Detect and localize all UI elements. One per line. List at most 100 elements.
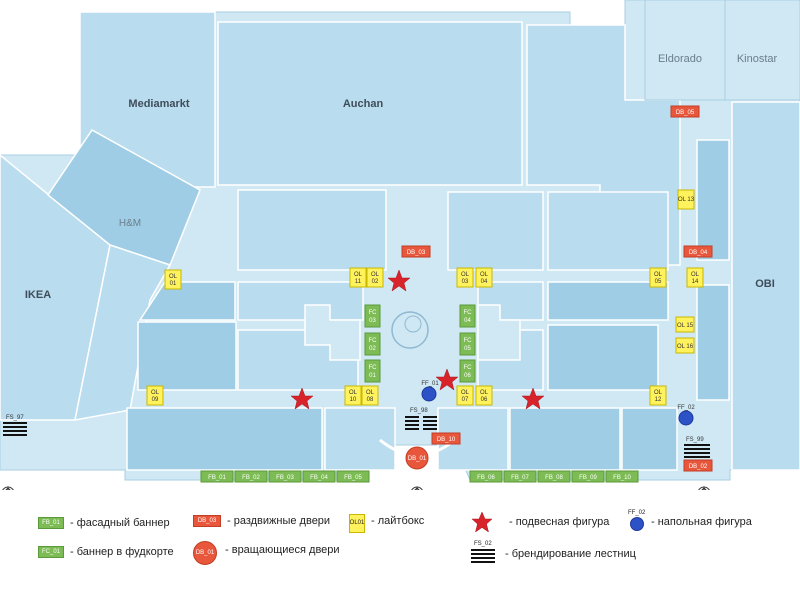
svg-text:DB_01: DB_01 — [408, 456, 427, 462]
hanging-figure-star-icon[interactable] — [435, 368, 459, 391]
hm-label: H&M — [119, 218, 141, 229]
svg-text:01: 01 — [170, 281, 177, 287]
store-hm[interactable] — [46, 129, 201, 266]
facade-banner-fb-02[interactable]: FB_02 — [234, 470, 268, 483]
hanging-figure-star-icon[interactable] — [521, 387, 545, 410]
legend-stair-branding-swatch — [471, 549, 495, 563]
legend-facade-banner-label: - фасадный баннер — [70, 517, 170, 529]
shop-block[interactable] — [237, 281, 364, 321]
store-auchan[interactable] — [217, 21, 523, 186]
svg-text:FF_02: FF_02 — [677, 405, 695, 411]
sliding-door-db-02[interactable]: DB_02 — [683, 459, 713, 472]
svg-text:OL 16: OL 16 — [677, 344, 694, 350]
legend-food-court-banner-swatch: FC_01 — [38, 546, 64, 558]
shop-block[interactable] — [696, 284, 730, 401]
svg-text:DB_05: DB_05 — [676, 110, 695, 116]
legend-star-icon — [471, 511, 493, 533]
legend-revolving-door-swatch: DB_01 — [193, 541, 217, 565]
svg-text:14: 14 — [692, 279, 699, 285]
sliding-door-db-10[interactable]: DB_10 — [431, 432, 461, 445]
svg-text:07: 07 — [462, 397, 469, 403]
facade-banner-fb-07[interactable]: FB_07 — [503, 470, 537, 483]
svg-text:OL: OL — [654, 272, 663, 278]
shop-block[interactable] — [138, 281, 236, 321]
shop-block[interactable] — [126, 407, 323, 471]
facade-banner-fb-01[interactable]: FB_01 — [200, 470, 234, 483]
facade-banner-fb-10[interactable]: FB_10 — [605, 470, 639, 483]
sliding-door-db-04[interactable]: DB_04 — [683, 245, 713, 258]
facade-banner-fb-03[interactable]: FB_03 — [268, 470, 302, 483]
revolving-door-db-01[interactable]: DB_01 — [405, 446, 429, 470]
facade-banner-fb-08[interactable]: FB_08 — [537, 470, 571, 483]
facade-banner-fb-09[interactable]: FB_09 — [571, 470, 605, 483]
floor-figure-ff-01[interactable]: FF_01 — [421, 381, 439, 402]
hanging-figure-star-icon[interactable] — [387, 269, 411, 292]
shop-block[interactable] — [509, 407, 621, 471]
svg-text:FB_10: FB_10 — [613, 475, 631, 481]
shop-block[interactable] — [621, 407, 678, 471]
map-legend: FB_01 - фасадный баннер DB_03 - раздвижн… — [0, 500, 800, 615]
stair-branding-fs-98[interactable]: FS_98 — [405, 408, 437, 430]
svg-text:OL: OL — [461, 272, 470, 278]
shop-block[interactable] — [547, 191, 669, 271]
legend-food-court-banner-label: - баннер в фудкорте — [70, 546, 174, 558]
lightbox-ol-15[interactable]: OL 15 — [675, 316, 695, 333]
svg-text:FB_04: FB_04 — [310, 475, 328, 481]
food-court-banner-fc-04[interactable]: FC 04 — [459, 304, 476, 328]
legend-revolving-door-label: - вращающиеся двери — [225, 544, 340, 556]
store-eldorado[interactable] — [644, 0, 726, 101]
facade-banner-fb-05[interactable]: FB_05 — [336, 470, 370, 483]
svg-text:04: 04 — [464, 318, 471, 324]
svg-text:FC: FC — [369, 310, 378, 316]
lightbox-ol-16[interactable]: OL 16 — [675, 337, 695, 354]
shop-block[interactable] — [304, 304, 361, 361]
svg-text:OL: OL — [691, 272, 700, 278]
mall-floor-plan: Mediamarkt Auchan H&M IKEA OBI Eldorado … — [0, 0, 800, 490]
shop-block[interactable] — [477, 304, 521, 361]
floor-figure-ff-02[interactable]: FF_02 — [677, 405, 695, 426]
shop-block[interactable] — [237, 189, 387, 271]
store-obi[interactable] — [731, 101, 800, 471]
fountain-inner — [404, 315, 422, 333]
stair-branding-fs-97[interactable]: FS_97 — [3, 415, 27, 436]
svg-text:FB_01: FB_01 — [208, 475, 226, 481]
facade-banner-fb-06[interactable]: FB_06 — [469, 470, 503, 483]
store-kinostar[interactable] — [724, 0, 800, 101]
shop-block[interactable] — [447, 191, 544, 271]
hanging-figure-star-icon[interactable] — [290, 387, 314, 410]
sliding-door-db-05[interactable]: DB_05 — [670, 105, 700, 118]
facade-banner-fb-04[interactable]: FB_04 — [302, 470, 336, 483]
shop-block[interactable] — [696, 139, 730, 261]
shop-block[interactable] — [137, 321, 237, 391]
shop-block[interactable] — [547, 281, 669, 321]
legend-facade-banner-swatch: FB_01 — [38, 517, 64, 529]
svg-text:OL: OL — [480, 390, 489, 396]
svg-text:OL: OL — [349, 390, 358, 396]
lightbox-ol-13[interactable]: OL 13 — [677, 189, 695, 210]
shop-block[interactable] — [324, 407, 396, 471]
sliding-door-db-03[interactable]: DB_03 — [401, 245, 431, 258]
svg-text:OL: OL — [151, 390, 160, 396]
stair-branding-fs-99[interactable]: FS_99 — [684, 437, 710, 458]
svg-text:FB_06: FB_06 — [477, 475, 495, 481]
svg-text:FC: FC — [464, 310, 473, 316]
shop-block[interactable] — [547, 324, 659, 391]
